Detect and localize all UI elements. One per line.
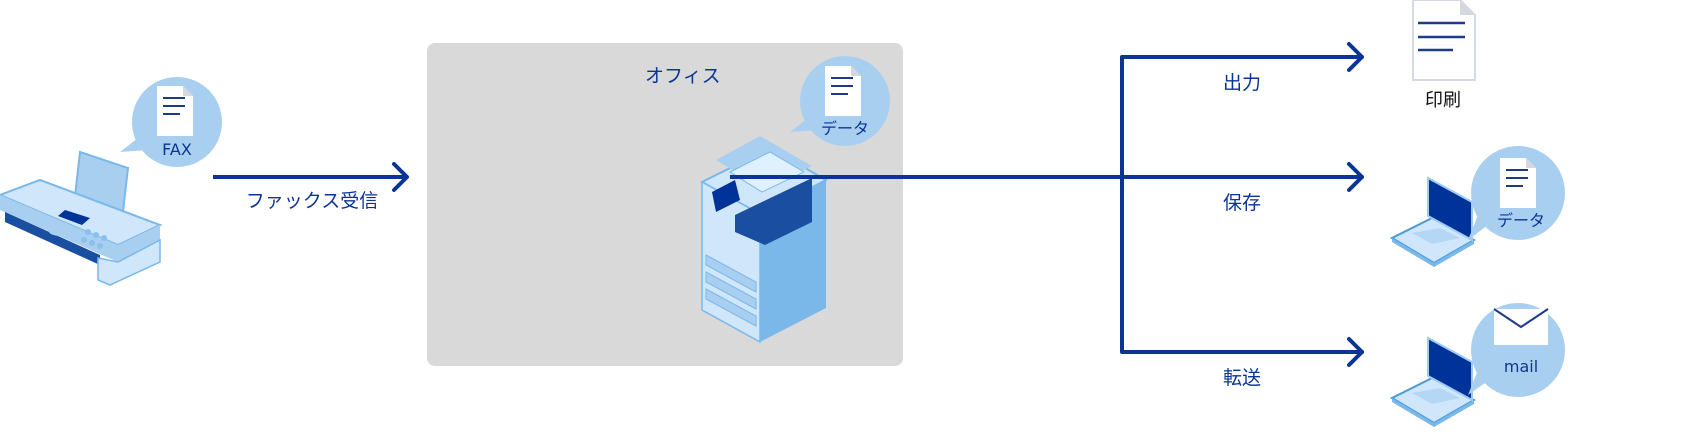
fax-machine-icon xyxy=(0,150,163,286)
document-icon xyxy=(156,85,194,137)
fax-bubble: FAX xyxy=(120,77,222,167)
receive-arrow-label: ファックス受信 xyxy=(246,190,378,212)
office-area: オフィス データ xyxy=(427,43,903,366)
multifunction-printer-icon xyxy=(699,136,829,344)
printed-document-icon xyxy=(1412,0,1476,81)
save-arrow-label: 保存 xyxy=(1223,192,1261,214)
mail-bubble-label: mail xyxy=(1504,357,1538,376)
document-icon xyxy=(1499,157,1537,209)
receive-arrow: ファックス受信 xyxy=(213,162,409,212)
forward-arrow-label: 転送 xyxy=(1223,367,1261,389)
document-icon xyxy=(824,65,862,117)
laptop-mail-target: mail xyxy=(1391,303,1565,428)
print-label: 印刷 xyxy=(1425,90,1461,111)
output-connector xyxy=(730,42,1364,367)
office-bubble-label: データ xyxy=(821,119,869,138)
office-label: オフィス xyxy=(645,65,721,87)
output-arrow-label: 出力 xyxy=(1223,72,1261,94)
laptop-icon xyxy=(1391,337,1475,428)
laptop-data-target: データ xyxy=(1391,146,1565,268)
save-bubble-label: データ xyxy=(1497,211,1545,230)
mail-envelope-icon xyxy=(1493,308,1549,345)
fax-bubble-label: FAX xyxy=(162,140,192,159)
laptop-icon xyxy=(1391,177,1475,268)
